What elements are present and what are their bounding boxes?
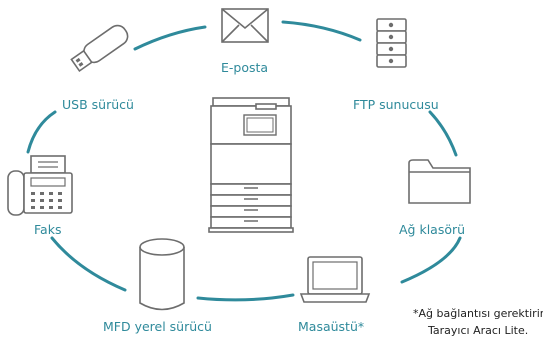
envelope-icon: [221, 8, 269, 43]
node-label-fax: Faks: [34, 222, 62, 237]
ring-arc-mfd-fax: [50, 236, 127, 292]
node-label-mfd-local: MFD yerel sürücü: [103, 319, 212, 334]
node-label-ftp: FTP sunucusu: [353, 97, 439, 112]
usb-drive-icon: [70, 24, 129, 73]
node-label-usb: USB sürücü: [62, 97, 134, 112]
ring-arc-fax-usb: [26, 110, 57, 154]
ring-arc-folder-laptop: [400, 236, 462, 284]
folder-icon: [408, 159, 471, 204]
ring-arc-laptop-mfd: [196, 293, 295, 302]
fax-machine-icon: [7, 155, 73, 216]
server-icon: [376, 18, 407, 68]
ring-arc-email-ftp: [281, 20, 362, 42]
node-label-network-folder: Ağ klasörü: [399, 222, 466, 237]
node-label-email: E-posta: [221, 60, 269, 75]
mfp-printer-icon: [208, 97, 294, 233]
footnote-line-1: *Ağ bağlantısı gerektirir: [413, 307, 543, 320]
ring-arc-ftp-folder: [428, 110, 458, 157]
connection-ring: [26, 20, 462, 302]
laptop-icon: [299, 256, 371, 303]
ring-arc-usb-email: [133, 25, 207, 51]
node-label-desktop: Masaüstü*: [298, 319, 365, 334]
cylinder-storage-icon: [139, 238, 185, 311]
footnote-line-2: Tarayıcı Aracı Lite.: [428, 324, 529, 337]
